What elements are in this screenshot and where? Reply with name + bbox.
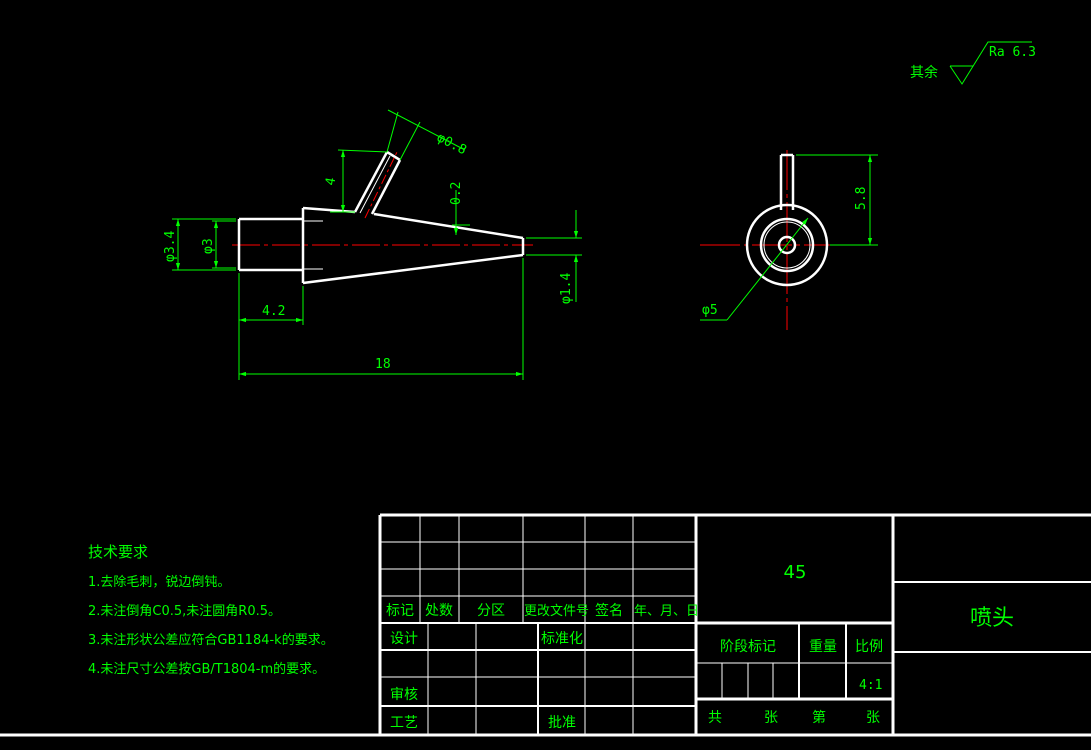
dim-d3: φ3: [201, 238, 216, 254]
tech-req-title: 技术要求: [88, 543, 148, 561]
sheet-unit-2: 张: [866, 710, 880, 726]
dim-d08: φ0.8: [434, 130, 469, 158]
tech-req-item: 1.去除毛刺，锐边倒钝。: [88, 575, 230, 590]
rev-header-docno: 更改文件号: [524, 604, 589, 619]
front-view: [172, 109, 582, 380]
dim-d5: φ5: [702, 303, 718, 318]
title-block: [0, 513, 1091, 737]
dim-len02: 0.2: [449, 182, 464, 205]
surface-finish-ra: Ra 6.3: [989, 45, 1036, 60]
rev-header-date: 年、月、日: [634, 604, 699, 619]
surface-finish-symbol: [949, 41, 1032, 85]
dim-len4: 4: [323, 176, 339, 186]
dim-len18: 18: [375, 357, 391, 372]
tech-requirements: 技术要求 1.去除毛刺，锐边倒钝。 2.未注倒角C0.5,未注圆角R0.5。 3…: [88, 543, 334, 677]
tech-req-item: 4.未注尺寸公差按GB/T1804-m的要求。: [88, 661, 325, 677]
sign-review: 审核: [390, 687, 418, 703]
rev-header-sign: 签名: [595, 602, 623, 619]
stage-mark: 阶段标记: [720, 639, 776, 655]
tech-req-item: 3.未注形状公差应符合GB1184-k的要求。: [88, 632, 334, 648]
sign-design: 设计: [390, 631, 418, 647]
dim-len42: 4.2: [262, 304, 285, 319]
weight-label: 重量: [809, 639, 837, 655]
dim-d34: φ3.4: [163, 231, 178, 262]
scale-label: 比例: [855, 639, 883, 655]
rev-header-zone: 分区: [477, 603, 505, 619]
scale-value: 4:1: [859, 678, 882, 693]
sign-approve: 批准: [548, 715, 576, 731]
rev-header-count: 处数: [425, 603, 453, 619]
part-name: 喷头: [970, 606, 1014, 631]
sign-process: 工艺: [390, 715, 418, 731]
side-view: [700, 150, 878, 330]
rev-header-mark: 标记: [386, 603, 414, 619]
dim-d14: φ1.4: [559, 273, 574, 304]
sheet-no: 第: [812, 709, 826, 726]
tech-req-item: 2.未注倒角C0.5,未注圆角R0.5。: [88, 604, 281, 619]
sign-standardize: 标准化: [541, 631, 583, 647]
dim-len58: 5.8: [854, 187, 869, 210]
sheet-total: 共: [708, 710, 722, 726]
material: 45: [784, 562, 807, 583]
sheet-unit-1: 张: [764, 710, 778, 726]
title-block-texts: 标记 处数 分区 更改文件号 签名 年、月、日 设计 标准化 审核 工艺 批准 …: [386, 562, 1014, 731]
surface-finish-label: 其余: [910, 64, 938, 81]
